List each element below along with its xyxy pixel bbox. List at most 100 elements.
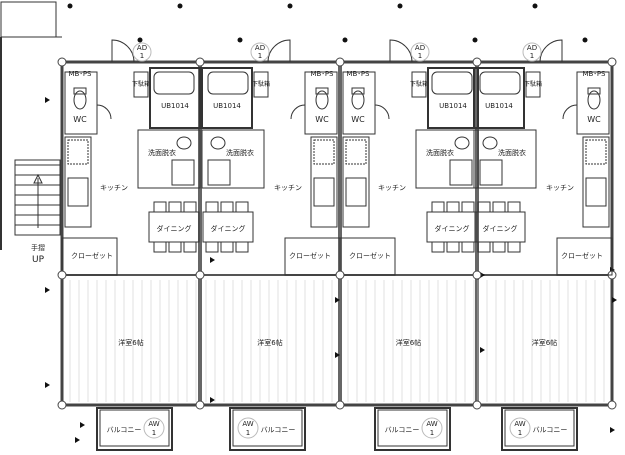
chair-icon [492,241,506,253]
toilet-icon [351,90,365,110]
chair-icon [183,201,197,213]
marker-dot [397,3,403,9]
mbps-label: MB･PS [346,70,370,78]
stair-arrow-icon [33,173,43,184]
entry-door-swing [539,39,563,63]
sink-icon [585,177,607,207]
window-tag-number: 1 [152,429,156,437]
unit-1: WCMB･PSキッチン下駄箱UB1014洗面脱衣ダイニングクローゼット洋室6帖A… [57,39,201,451]
balcony [229,407,306,451]
wc-door-swing [96,104,112,120]
column-icon [195,400,205,410]
kitchen-label: キッチン [274,184,302,192]
door-tag-number: 1 [418,52,422,60]
shoe-cabinet [133,71,149,98]
chair-icon [461,201,475,213]
closet-label: クローゼット [561,251,603,260]
marker-dot [342,37,348,43]
chair-icon [461,241,475,253]
window-tag [509,417,531,439]
section-marker-icon [335,297,340,303]
mbps-label: MB･PS [68,70,92,78]
window-tag-code: AW [242,420,253,428]
balcony-label: バルコニー [385,426,420,434]
unit-bath-label: UB1014 [485,102,513,110]
column-icon [335,57,345,67]
entry-door-swing [389,39,413,63]
chair-icon [446,201,460,213]
unit-bath-label: UB1014 [161,102,189,110]
wash-basin-icon [210,136,226,150]
entry-door-swing [111,39,135,63]
section-marker-icon [612,297,617,303]
bedroom-label: 洋室6帖 [396,338,421,347]
section-marker-icon [210,397,215,403]
wc-label: WC [73,115,87,124]
balcony-inner [232,409,303,447]
marker-dot [582,37,588,43]
kitchen-counter [64,136,92,228]
chair-icon [153,241,167,253]
balcony-inner [504,409,575,447]
window-tag-number: 1 [246,429,250,437]
wc-label: WC [351,115,365,124]
chair-icon [431,241,445,253]
kitchen-label: キッチン [546,184,574,192]
wc-door-swing [374,104,390,120]
toilet-tank [73,87,87,95]
door-tag [132,42,152,62]
entry-door-swing [267,39,291,63]
washroom-label: 洗面脱衣 [148,148,176,157]
wc-room [342,71,376,135]
bath-room [473,67,525,129]
column-icon [57,270,67,280]
section-marker-icon [45,97,50,103]
dining-label: ダイニング [211,224,246,233]
section-marker-icon [610,427,615,433]
unit-4: WCMB･PSキッチン下駄箱UB1014洗面脱衣ダイニングクローゼット洋室6帖A… [472,39,613,451]
chair-icon [477,241,491,253]
column-icon [472,57,482,67]
wash-basin-icon [454,136,470,150]
window-tag [421,417,443,439]
handrail-label: 手摺 [31,243,45,252]
door-tag [250,42,270,62]
balcony-inner [377,409,448,447]
closet [556,237,613,276]
chair-icon [153,201,167,213]
balcony-label: バルコニー [261,426,296,434]
toilet-icon [587,90,601,110]
kitchen-counter [310,136,338,228]
mbps-label: MB･PS [582,70,606,78]
closet [339,237,396,276]
chair-icon [168,201,182,213]
marker-dot [137,37,143,43]
mbps-label: MB･PS [310,70,334,78]
sink-icon [313,177,335,207]
chair-icon [235,241,249,253]
column-icon [195,270,205,280]
shoe-cabinet-label: 下駄箱 [252,80,270,88]
wc-door-swing [290,104,306,120]
window-tag-code: AW [148,420,159,428]
wc-label: WC [315,115,329,124]
window-tag-code: AW [426,420,437,428]
section-marker-icon [80,422,85,428]
dining-label: ダイニング [483,224,518,233]
door-tag [522,42,542,62]
wc-room [576,71,610,135]
wash-basin-icon [176,136,192,150]
stove-icon [345,139,367,165]
column-icon [472,270,482,280]
wash-basin-icon [482,136,498,150]
balcony-label: バルコニー [533,426,568,434]
door-tag-code: AD [255,44,265,52]
section-marker-icon [335,352,340,358]
marker-dot [532,3,538,9]
bath-room [427,67,479,129]
section-marker-icon [45,287,50,293]
column-icon [335,400,345,410]
window-tag [143,417,165,439]
